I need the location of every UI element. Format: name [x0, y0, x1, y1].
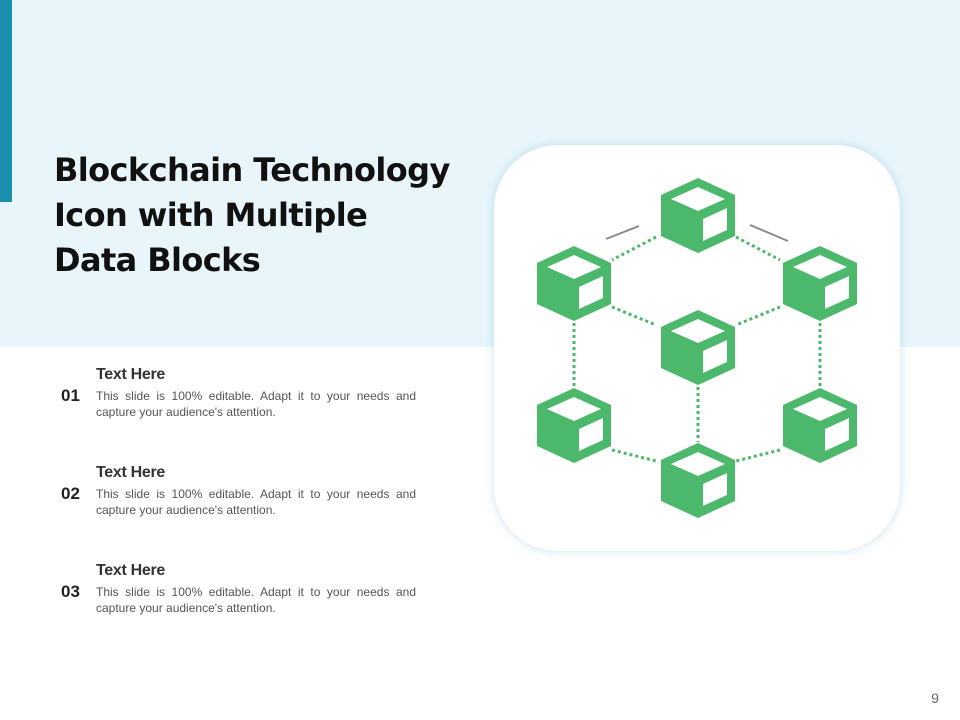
block-connectors: [572, 235, 822, 463]
blockchain-network-icon: [537, 178, 857, 518]
item-body: This slide is 100% editable. Adapt it to…: [96, 585, 416, 615]
title-line-3: Data Blocks: [54, 241, 261, 279]
title-line-1: Blockchain Technology: [54, 151, 450, 189]
data-block-icon: [537, 388, 611, 463]
data-block-icon: [783, 246, 857, 321]
data-block-icon: [661, 443, 735, 518]
item-heading: Text Here: [96, 464, 166, 481]
icon-card: [494, 145, 900, 551]
data-block-icon: [537, 246, 611, 321]
item-number: 03: [61, 582, 80, 601]
item-heading: Text Here: [96, 366, 166, 383]
item-body: This slide is 100% editable. Adapt it to…: [96, 389, 416, 419]
item-heading: Text Here: [96, 562, 166, 579]
accent-bar: [0, 0, 12, 202]
data-block-icon: [661, 310, 735, 385]
item-body: This slide is 100% editable. Adapt it to…: [96, 487, 416, 517]
list-item: 01 Text Here This slide is 100% editable…: [0, 366, 440, 436]
item-number: 02: [61, 484, 80, 503]
page-number: 9: [931, 690, 939, 706]
item-number: 01: [61, 386, 80, 405]
data-block-icon: [661, 178, 735, 253]
slide-title: Blockchain Technology Icon with Multiple…: [54, 148, 474, 283]
title-line-2: Icon with Multiple: [54, 196, 368, 234]
list-item: 02 Text Here This slide is 100% editable…: [0, 464, 440, 534]
decorative-dashes: [605, 224, 789, 242]
data-block-icon: [783, 388, 857, 463]
list-item: 03 Text Here This slide is 100% editable…: [0, 562, 440, 632]
